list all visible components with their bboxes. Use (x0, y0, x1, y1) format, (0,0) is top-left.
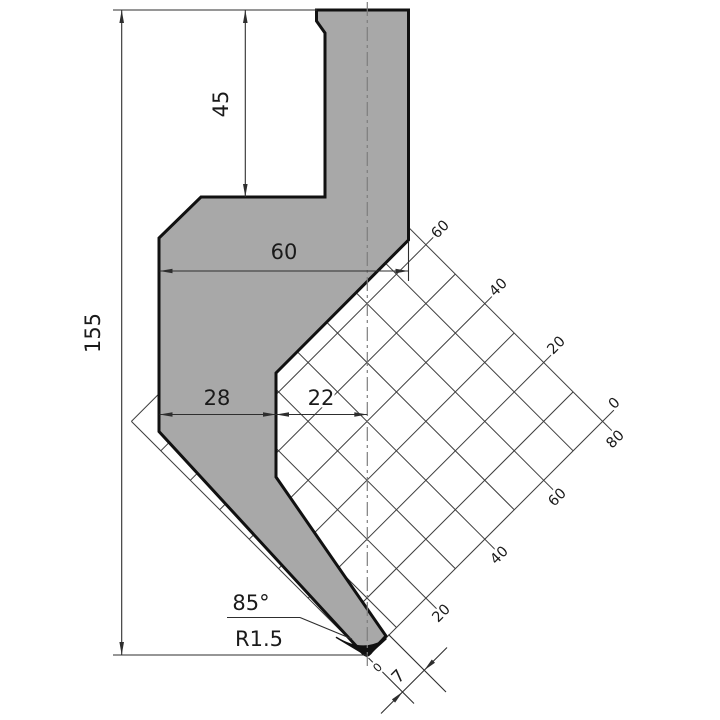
dim-tip-width-label: 7 (388, 666, 410, 688)
dimension-lines (113, 9, 448, 714)
dim-tip-radius-label: R1.5 (235, 627, 283, 651)
grid-se-label-60: 60 (546, 486, 570, 510)
grid-se-label-40: 40 (488, 544, 512, 568)
grid-ne-label-40: 40 (487, 276, 511, 300)
grid-scale-labels: 60 40 20 0 20 40 60 80 (426, 215, 630, 628)
dim-tip-angle-label: 85° (232, 591, 269, 615)
dim-offset-label: 22 (308, 386, 335, 410)
dim-left-width-label: 28 (204, 386, 231, 410)
grid-se-label-80: 80 (604, 428, 628, 452)
dim-body-width-label: 60 (271, 240, 298, 264)
grid-ne-label-20: 20 (545, 334, 569, 358)
dim-shank-height-label: 45 (209, 91, 233, 118)
grid-ne-label-0: 0 (606, 395, 624, 413)
punch-profile-outline (157, 8, 410, 657)
dim-total-height-label: 155 (81, 313, 105, 353)
